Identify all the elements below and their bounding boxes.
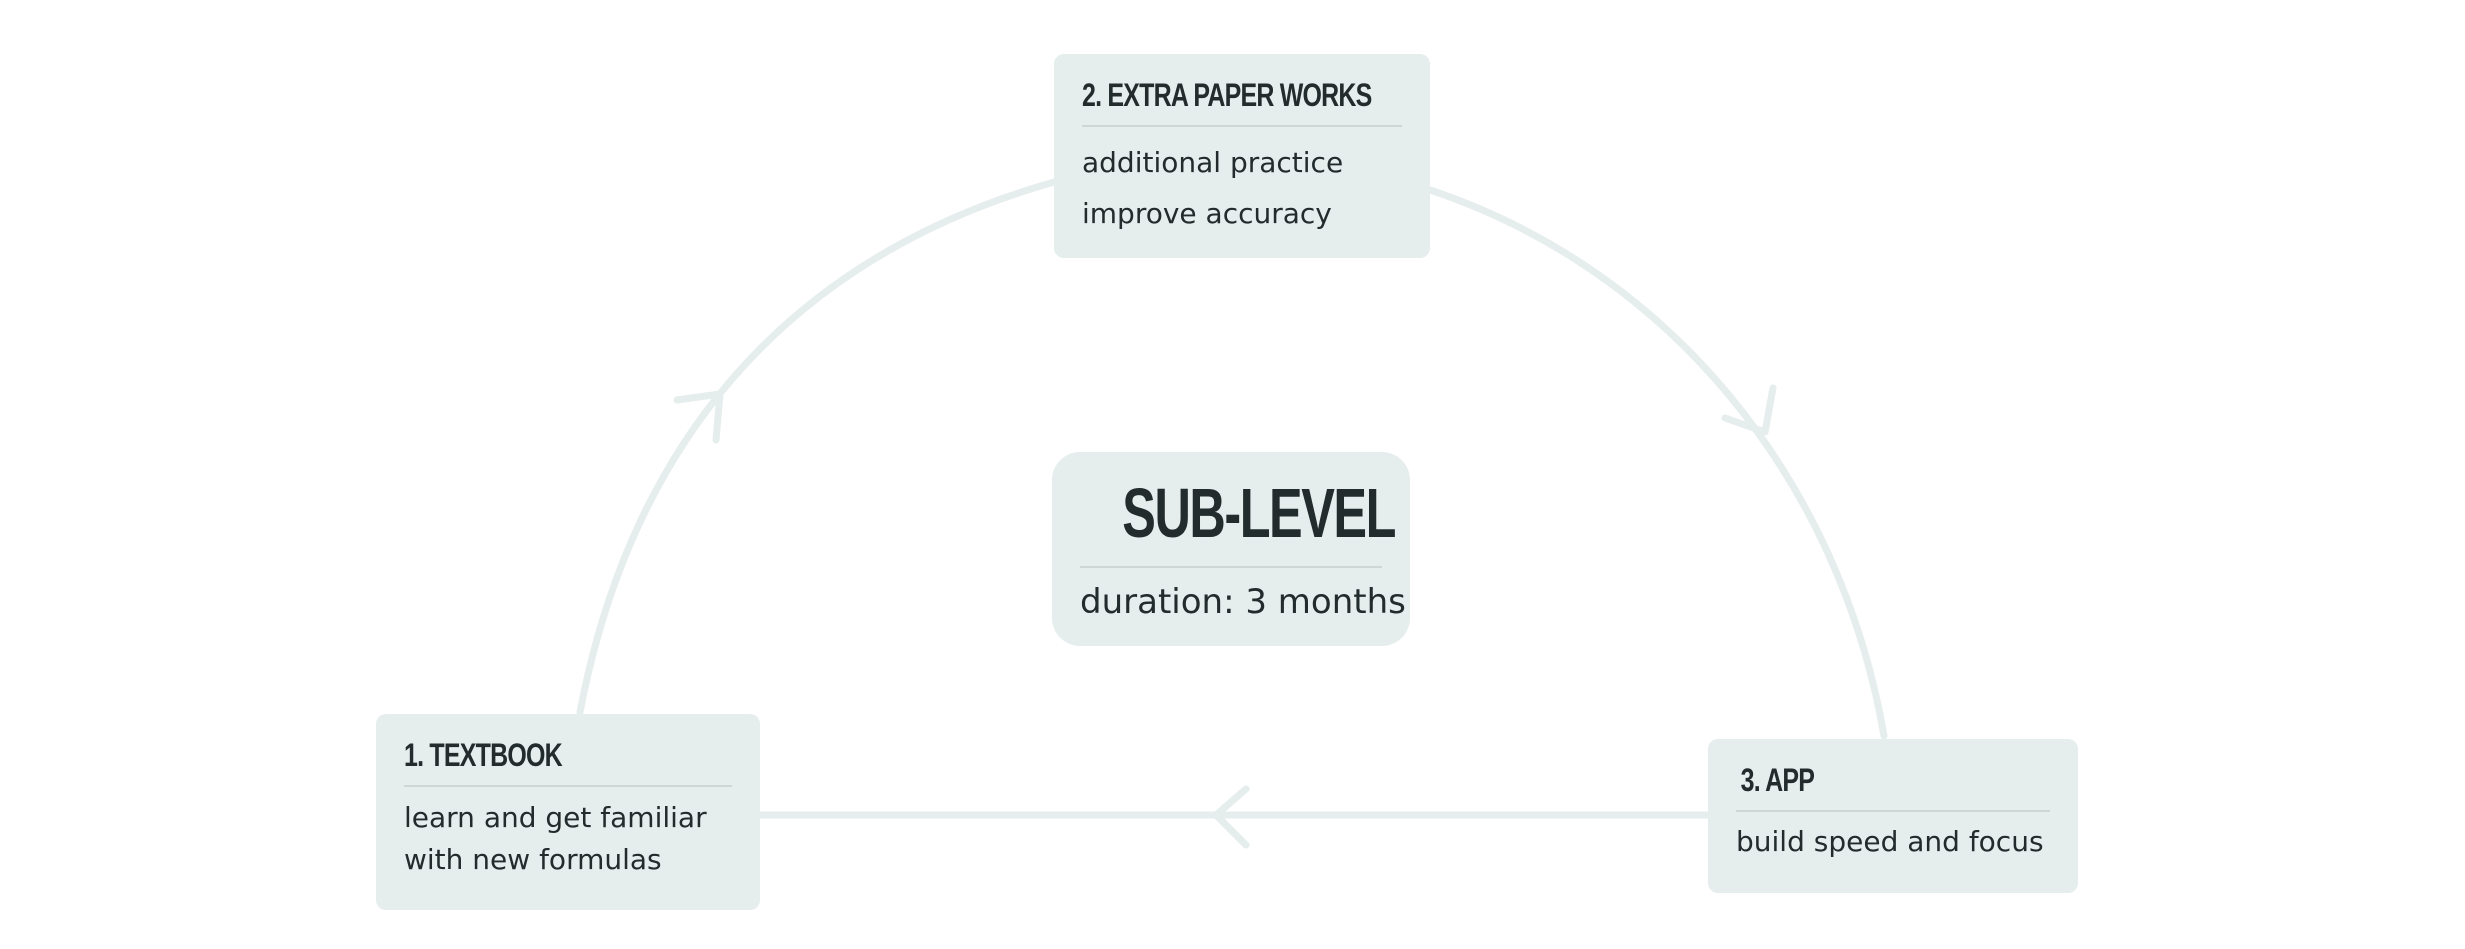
step-divider xyxy=(404,785,732,788)
arrowhead-left-bottom xyxy=(1212,785,1250,849)
connector-textbook-to-paper xyxy=(576,178,1058,716)
step-line: with new formulas xyxy=(404,843,662,877)
step-title: 1. TEXTBOOK xyxy=(404,737,563,773)
step-divider xyxy=(1082,125,1402,128)
step-box-textbook: 1. TEXTBOOK learn and get familiar with … xyxy=(376,714,760,910)
arrowhead-down-right xyxy=(1721,384,1777,436)
step-line: build speed and focus xyxy=(1736,825,2044,859)
step-title: 2. EXTRA PAPER WORKS xyxy=(1082,77,1372,113)
step-title: 3. APP xyxy=(1740,762,1815,798)
step-line: improve accuracy xyxy=(1082,197,1332,231)
step-box-extra-paper-works: 2. EXTRA PAPER WORKS additional practice… xyxy=(1054,54,1430,258)
step-box-app: 3. APP build speed and focus xyxy=(1708,739,2078,893)
center-title: SUB-LEVEL xyxy=(1122,474,1396,552)
step-line: additional practice xyxy=(1082,146,1344,180)
center-subtitle: duration: 3 months xyxy=(1080,582,1406,622)
arrowhead-up-left xyxy=(673,390,724,444)
center-box-sub-level: SUB-LEVEL duration: 3 months xyxy=(1052,452,1410,646)
connector-paper-to-app xyxy=(1426,186,1888,740)
center-divider xyxy=(1080,566,1382,568)
step-line: learn and get familiar xyxy=(404,801,707,835)
step-divider xyxy=(1736,810,2050,813)
